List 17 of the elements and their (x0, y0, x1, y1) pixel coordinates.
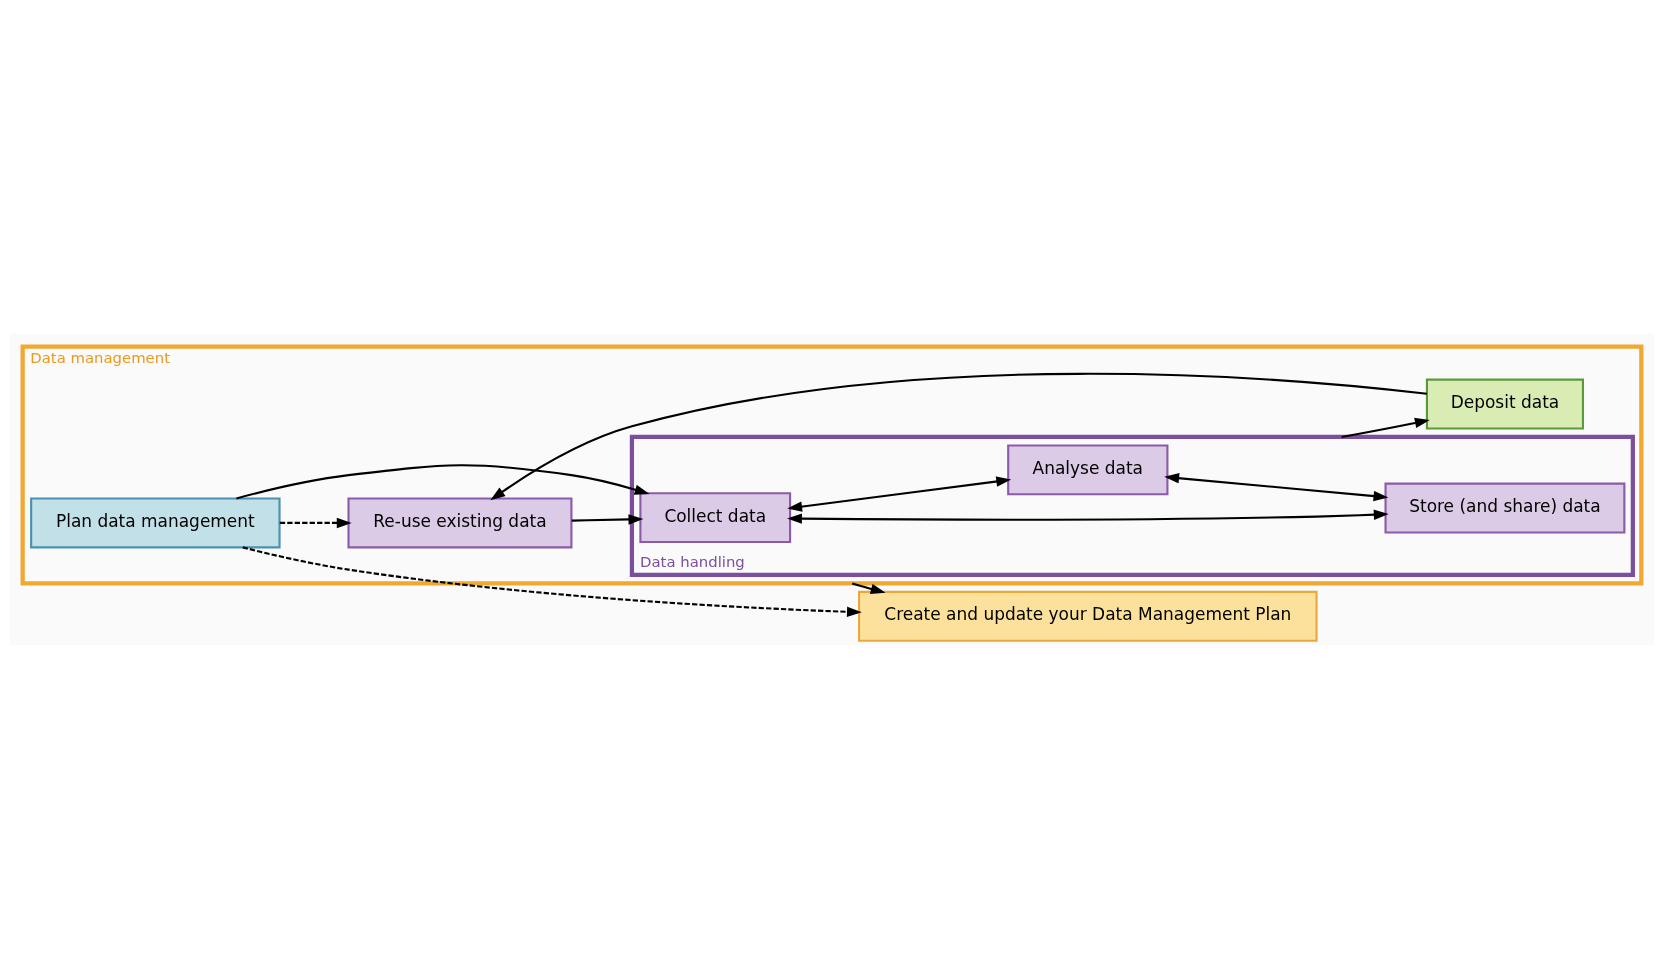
arrow (1341, 417, 1430, 438)
node-box: Re-use existing data (347, 496, 573, 548)
node-box: Store (and share) data (1384, 482, 1626, 534)
arrow (571, 513, 644, 525)
arrow (787, 475, 1012, 512)
arrow (490, 372, 1427, 500)
node-box: Analyse data (1007, 443, 1169, 495)
node-box: Deposit data (1425, 378, 1584, 430)
arrow (1164, 472, 1389, 501)
node-box: Create and update your Data Management Plan (858, 590, 1318, 642)
node-box: Collect data (639, 491, 792, 543)
arrow (236, 463, 650, 499)
arrow (279, 517, 352, 528)
arrow (242, 545, 862, 617)
node-box: Plan data management (30, 496, 281, 548)
arrow (787, 509, 1389, 524)
arrow (851, 581, 886, 594)
